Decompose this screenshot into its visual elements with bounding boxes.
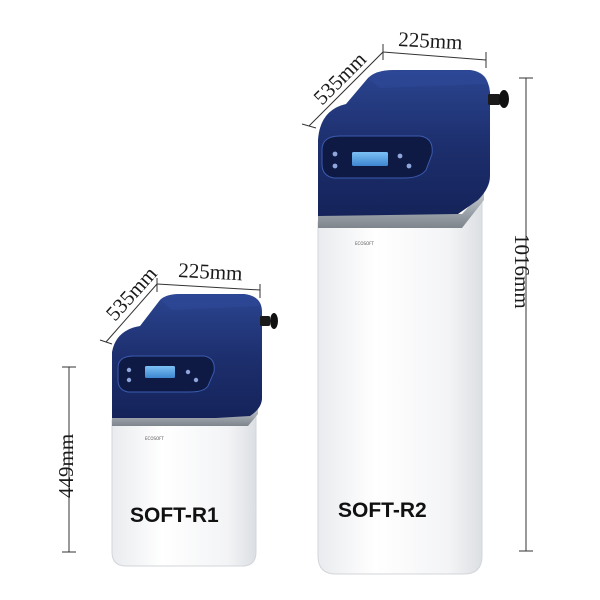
r2-model-label: SOFT-R2 <box>338 499 427 522</box>
r1-height-label: 449mm <box>54 434 78 498</box>
product-soft-r2: ECOSOFT SOFT-R2 <box>317 70 509 575</box>
r2-width-dimension-line <box>382 51 487 61</box>
r2-trim <box>318 190 484 228</box>
r2-body <box>317 196 483 575</box>
r1-valve-fitting-icon <box>260 313 278 329</box>
r2-height-label: 1016mm <box>510 234 534 309</box>
r1-model-label: SOFT-R1 <box>130 504 219 527</box>
r1-width-label: 225mm <box>178 258 243 285</box>
r2-valve-fitting-icon <box>488 90 509 108</box>
r2-button-icon <box>397 153 403 159</box>
r2-width-label: 225mm <box>398 27 463 54</box>
r2-button-icon <box>332 151 338 157</box>
r1-depth-dimension-line <box>105 283 158 343</box>
r1-brand-mark: ECOSOFT <box>145 436 164 441</box>
r1-width-dimension-line <box>156 283 261 291</box>
r2-brand-mark: ECOSOFT <box>355 241 374 246</box>
r1-body <box>111 410 257 567</box>
r1-button-icon <box>126 367 132 373</box>
r2-button-icon <box>406 163 412 169</box>
r2-lcd-screen <box>352 152 388 166</box>
r2-button-icon <box>332 163 338 169</box>
product-soft-r1: ECOSOFT SOFT-R1 <box>111 294 278 567</box>
r1-button-icon <box>193 377 199 383</box>
r2-depth-dimension-line <box>308 51 384 127</box>
r1-button-icon <box>185 369 191 375</box>
r1-button-icon <box>126 377 132 383</box>
dimension-lines <box>62 44 533 553</box>
r1-lcd-screen <box>145 366 175 378</box>
